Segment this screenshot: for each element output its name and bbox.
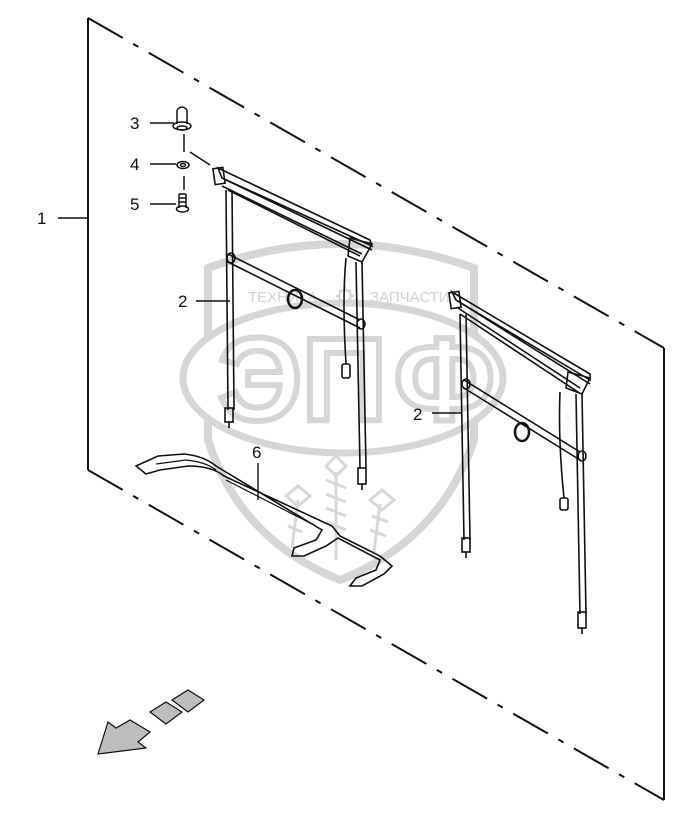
curtain-assembly-b [448,289,592,634]
callout-6: 6 [252,443,261,462]
washer-icon [176,160,190,170]
direction-arrow-icon [97,689,206,755]
watermark-right-word: ЗАПЧАСТИ [370,289,450,306]
floor-bracket-inner [155,459,313,525]
watermark-letter-3: Ф [394,314,495,446]
rail-b-end-bracket [565,370,592,396]
leader-lines [58,122,462,500]
callout-2b: 2 [413,405,422,424]
floor-bracket [134,453,394,587]
pull-ring-a [286,288,304,310]
callout-5: 5 [130,195,139,214]
callout-4: 4 [130,155,139,174]
assembly-line [183,134,211,190]
kit-frame [87,17,665,801]
rivet-nut-icon [172,106,192,131]
callout-3: 3 [130,114,139,133]
callout-1: 1 [37,209,46,228]
watermark-left-word: ТЕХНИКА [248,289,318,306]
curtain-assembly-a [212,166,374,490]
rail-a-top [216,166,374,248]
rail-b-top [450,289,591,382]
bolt-icon [175,193,190,213]
fasteners [172,106,211,213]
pull-ring-b [513,421,531,443]
callout-2a: 2 [178,292,187,311]
watermark-letter-1: Э [218,314,302,446]
